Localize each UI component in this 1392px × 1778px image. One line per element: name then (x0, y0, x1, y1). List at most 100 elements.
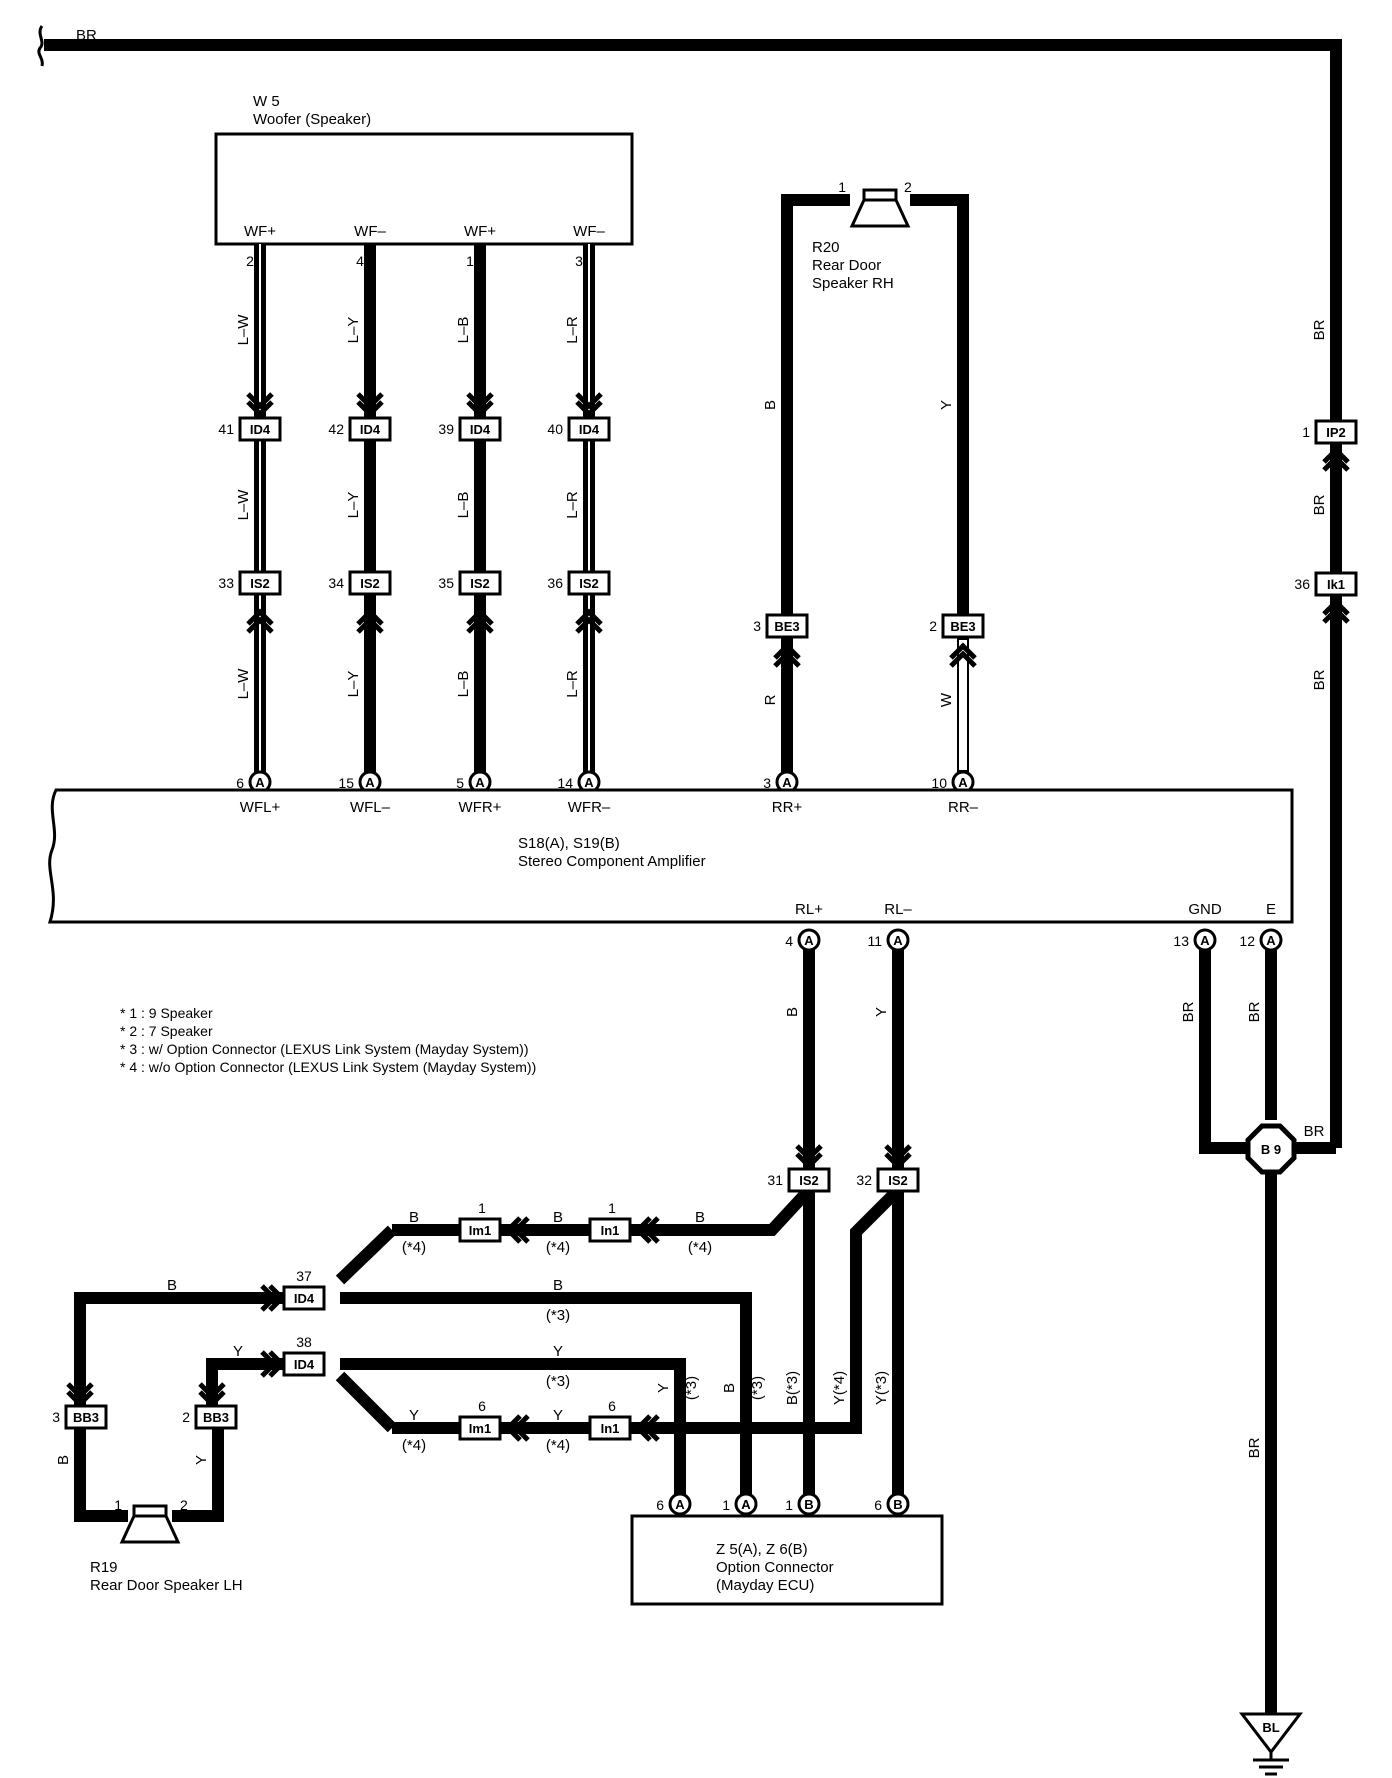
amp-pin-4: 14 (557, 775, 573, 791)
wire-color-1a: L–W (235, 314, 252, 346)
rl-upper-b-3: B (409, 1209, 419, 1226)
rl-upper-note4-1: (*4) (688, 1239, 712, 1256)
opt-pin-a6: 6 (656, 1497, 664, 1513)
stereo-amplifier: WFL+ WFL– WFR+ WFR– RR+ RR– S18(A), S19(… (47, 788, 1294, 924)
opt-y4-label: Y(*4) (831, 1371, 848, 1405)
is2-pin-32: 32 (856, 1172, 872, 1188)
rl-lower-y-1: Y (553, 1407, 563, 1424)
be3-conn-left: BE3 (774, 619, 799, 634)
im1-pin-upper: 1 (478, 1200, 486, 1216)
woofer-term-4: WF– (573, 223, 605, 240)
opt-pin-a1: 1 (722, 1497, 730, 1513)
amp-term-rl-plus: RL+ (795, 901, 823, 918)
amp-pin-rl-plus: 4 (785, 933, 793, 949)
footnote-4: * 4 : w/o Option Connector (LEXUS Link S… (120, 1059, 537, 1075)
woofer-pin-4: 3 (575, 253, 583, 269)
wire-color-1c: L–W (235, 668, 252, 700)
id4-pin-1: 41 (218, 421, 234, 437)
rl-lower-note4-2: (*4) (402, 1437, 426, 1454)
in1-conn-upper: In1 (601, 1223, 620, 1238)
opt-b-label: B (721, 1383, 738, 1393)
amp-code: S18(A), S19(B) (518, 835, 620, 852)
opt-conn-b6: B (893, 1497, 902, 1512)
br-label-2: BR (1311, 494, 1328, 515)
amp-term-wfl-plus: WFL+ (240, 799, 281, 816)
r20-line2: Speaker RH (812, 275, 894, 292)
woofer-term-2: WF– (354, 223, 386, 240)
wire-color-2a: L–Y (345, 317, 362, 344)
woofer-w5: W 5 Woofer (Speaker) WF+ WF– WF+ WF– 2 4… (214, 93, 634, 269)
amp-conn-rr-left: A (782, 775, 792, 790)
r20-pin-2: 2 (904, 179, 912, 195)
im1-pin-lower: 6 (478, 1398, 486, 1414)
amp-conn-2: A (365, 775, 375, 790)
rl-b3-label: B (553, 1277, 563, 1294)
amp-term-rl-minus: RL– (884, 901, 912, 918)
opt-b-note3: (*3) (749, 1376, 766, 1400)
amp-term-wfr-minus: WFR– (568, 799, 611, 816)
is2-conn-31: IS2 (799, 1173, 819, 1188)
is2-conn-4: IS2 (579, 576, 599, 591)
r20-code: R20 (812, 239, 840, 256)
is2-conn-32: IS2 (888, 1173, 908, 1188)
is2-pin-1: 33 (218, 575, 234, 591)
amp-conn-rl-minus: A (893, 933, 903, 948)
woofer-wire-col-2: ID4 IS2 42 34 L–Y L–Y L–Y A 15 (328, 244, 392, 794)
rl-y3-note: (*3) (546, 1373, 570, 1390)
amp-pin-rl-minus: 11 (867, 933, 882, 949)
woofer-name: Woofer (Speaker) (253, 111, 371, 128)
amp-term-e: E (1266, 901, 1276, 918)
amp-conn-3: A (475, 775, 485, 790)
br-label-1: BR (1311, 319, 1328, 340)
woofer-term-1: WF+ (244, 223, 276, 240)
is2-pin-3: 35 (438, 575, 454, 591)
footnote-2: * 2 : 7 Speaker (120, 1023, 213, 1039)
opt-b3-label: B(*3) (784, 1371, 801, 1405)
is2-conn-1: IS2 (250, 576, 270, 591)
wire-color-4b: L–R (564, 491, 581, 519)
bb3-pin-right: 2 (182, 1409, 190, 1425)
r19-name: Rear Door Speaker LH (90, 1577, 243, 1594)
opt-y3-label: Y(*3) (873, 1371, 890, 1405)
amp-term-gnd: GND (1188, 901, 1222, 918)
r19-y-label: Y (193, 1455, 210, 1465)
br-label-3: BR (1311, 669, 1328, 690)
rl-upper-b-2: B (553, 1209, 563, 1226)
is2-conn-3: IS2 (470, 576, 490, 591)
id4-conn-37: ID4 (294, 1291, 315, 1306)
e-br-label: BR (1246, 1001, 1263, 1022)
amp-pin-e: 12 (1239, 933, 1255, 949)
amp-name: Stereo Component Amplifier (518, 853, 706, 870)
ik1-conn: Ik1 (1327, 577, 1345, 592)
r19-speaker-icon (119, 1504, 181, 1544)
rl-id4-b-label: B (167, 1277, 177, 1294)
wire-color-3b: L–B (455, 492, 472, 519)
in1-conn-lower: In1 (601, 1421, 620, 1436)
r19-code: R19 (90, 1559, 118, 1576)
option-line1: Z 5(A), Z 6(B) (716, 1541, 808, 1558)
be3-pin-left: 3 (753, 618, 761, 634)
footnote-1: * 1 : 9 Speaker (120, 1005, 213, 1021)
amp-conn-rr-right: A (958, 775, 968, 790)
wire-color-3c: L–B (455, 671, 472, 698)
bb3-pin-left: 3 (52, 1409, 60, 1425)
b9-br-label: BR (1304, 1123, 1325, 1140)
rear-speaker-rh-circuit: 1 2 R20 Rear Door Speaker RH B Y R W BE3… (753, 179, 985, 794)
is2-pin-4: 36 (547, 575, 563, 591)
rl-y3-label: Y (553, 1343, 563, 1360)
b9-junction: B 9 (1261, 1142, 1281, 1157)
opt-pin-b6: 6 (874, 1497, 882, 1513)
bb3-conn-right: BB3 (203, 1410, 229, 1425)
id4-conn-4: ID4 (579, 422, 600, 437)
footnote-3: * 3 : w/ Option Connector (LEXUS Link Sy… (120, 1041, 529, 1057)
amp-conn-4: A (584, 775, 594, 790)
rl-upper-note4-3: (*4) (402, 1239, 426, 1256)
ip2-conn: IP2 (1326, 425, 1346, 440)
amp-conn-rl-plus: A (804, 933, 814, 948)
option-line3: (Mayday ECU) (716, 1577, 814, 1594)
opt-pin-b1: 1 (785, 1497, 793, 1513)
in1-pin-upper: 1 (608, 1200, 616, 1216)
amp-pin-rr-left: 3 (763, 775, 771, 791)
rl-upper-b-1: B (695, 1209, 705, 1226)
rl-b3-note: (*3) (546, 1307, 570, 1324)
